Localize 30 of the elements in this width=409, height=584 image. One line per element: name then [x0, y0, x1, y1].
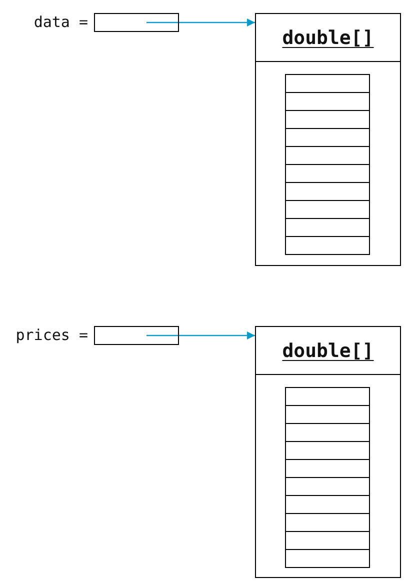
- array-cell: [285, 531, 370, 550]
- array-cell: [285, 182, 370, 201]
- array-cell: [285, 236, 370, 255]
- array-cell: [285, 441, 370, 460]
- array-cell: [285, 128, 370, 147]
- variable-name: data =: [34, 13, 88, 32]
- array-cell: [285, 423, 370, 442]
- array-cell: [285, 459, 370, 478]
- array-object-box: [255, 326, 401, 578]
- array-cell: [285, 405, 370, 424]
- array-cell: [285, 110, 370, 129]
- type-name: double[]: [282, 26, 374, 48]
- array-cell: [285, 495, 370, 514]
- reference-arrow: [146, 332, 255, 340]
- reference-arrow: [146, 18, 255, 26]
- variable-name: prices =: [16, 326, 88, 345]
- array-object-box: [255, 13, 401, 266]
- array-cell: [285, 200, 370, 219]
- array-cell: [285, 387, 370, 406]
- variable-box: [94, 13, 179, 32]
- array-cell: [285, 549, 370, 568]
- array-cell: [285, 218, 370, 237]
- array-cell: [285, 74, 370, 93]
- array-cell: [285, 513, 370, 532]
- type-name: double[]: [282, 340, 374, 362]
- array-cell: [285, 92, 370, 111]
- array-cell: [285, 477, 370, 496]
- array-cell: [285, 164, 370, 183]
- variable-box: [94, 326, 179, 345]
- array-cell: [285, 146, 370, 165]
